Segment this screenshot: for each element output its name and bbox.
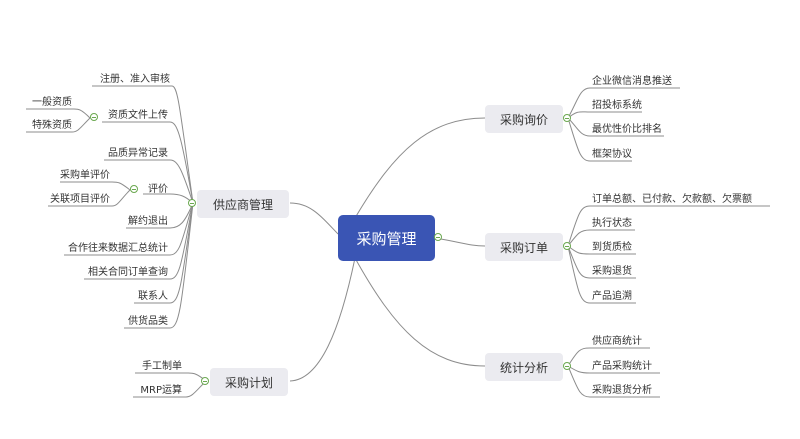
branch-plan[interactable]: 采购计划 [210, 368, 288, 396]
connector-root-analysis [354, 257, 486, 367]
evaluation-child[interactable]: 采购单评价 [60, 170, 110, 181]
supplier-collapse-toggle[interactable] [188, 199, 196, 207]
analysis-child[interactable]: 供应商统计 [592, 336, 642, 347]
branch-analysis-label: 统计分析 [499, 360, 548, 375]
supplier-child[interactable]: 联系人 [138, 291, 168, 302]
qualification-collapse-toggle[interactable] [90, 113, 98, 121]
qualification-child[interactable]: 特殊资质 [32, 120, 72, 131]
order-child[interactable]: 订单总额、已付款、欠款额、欠票额 [592, 194, 752, 205]
connector-root-plan [289, 257, 356, 382]
order-child[interactable]: 到货质检 [592, 242, 632, 253]
plan-child[interactable]: MRP运算 [140, 385, 182, 396]
evaluation-collapse-toggle[interactable] [130, 185, 138, 193]
branch-inquiry[interactable]: 采购询价 [485, 105, 563, 133]
branch-order-label: 采购订单 [499, 240, 548, 255]
inquiry-child[interactable]: 最优性价比排名 [592, 124, 662, 135]
root-collapse-toggle[interactable] [434, 233, 442, 241]
qualification-child[interactable]: 一般资质 [32, 97, 72, 108]
root-node[interactable]: 采购管理 [338, 215, 435, 261]
branch-order[interactable]: 采购订单 [485, 233, 563, 261]
supplier-child[interactable]: 供货品类 [128, 316, 168, 327]
analysis-child[interactable]: 产品采购统计 [592, 361, 652, 372]
supplier-child[interactable]: 注册、准入审核 [100, 74, 170, 85]
order-collapse-toggle[interactable] [563, 242, 571, 250]
supplier-child[interactable]: 相关合同订单查询 [88, 267, 168, 278]
analysis-collapse-toggle[interactable] [563, 362, 571, 370]
supplier-child[interactable]: 资质文件上传 [108, 110, 168, 121]
plan-collapse-toggle[interactable] [201, 377, 209, 385]
plan-child[interactable]: 手工制单 [142, 361, 182, 372]
supplier-child[interactable]: 解约退出 [128, 216, 168, 227]
branch-inquiry-label: 采购询价 [499, 112, 548, 127]
branch-supplier[interactable]: 供应商管理 [197, 190, 289, 218]
order-child[interactable]: 产品追溯 [592, 291, 632, 302]
connector-root-order [434, 237, 486, 247]
inquiry-collapse-toggle[interactable] [563, 114, 571, 122]
branch-supplier-label: 供应商管理 [212, 197, 273, 212]
connector-root-inquiry [354, 117, 486, 219]
inquiry-child[interactable]: 企业微信消息推送 [592, 76, 672, 87]
evaluation-child[interactable]: 关联项目评价 [50, 194, 110, 205]
analysis-child[interactable]: 采购退货分析 [592, 385, 652, 396]
connector-root-supplier [289, 202, 339, 235]
inquiry-child[interactable]: 招投标系统 [592, 100, 642, 111]
branch-analysis[interactable]: 统计分析 [485, 353, 563, 381]
order-child[interactable]: 执行状态 [592, 218, 632, 229]
inquiry-child[interactable]: 框架协议 [592, 149, 632, 160]
branch-plan-label: 采购计划 [224, 375, 273, 390]
supplier-child[interactable]: 合作往来数据汇总统计 [68, 243, 168, 254]
root-label: 采购管理 [356, 229, 417, 248]
order-child[interactable]: 采购退货 [592, 266, 632, 277]
supplier-child[interactable]: 品质异常记录 [108, 148, 168, 159]
supplier-child[interactable]: 评价 [148, 184, 168, 195]
